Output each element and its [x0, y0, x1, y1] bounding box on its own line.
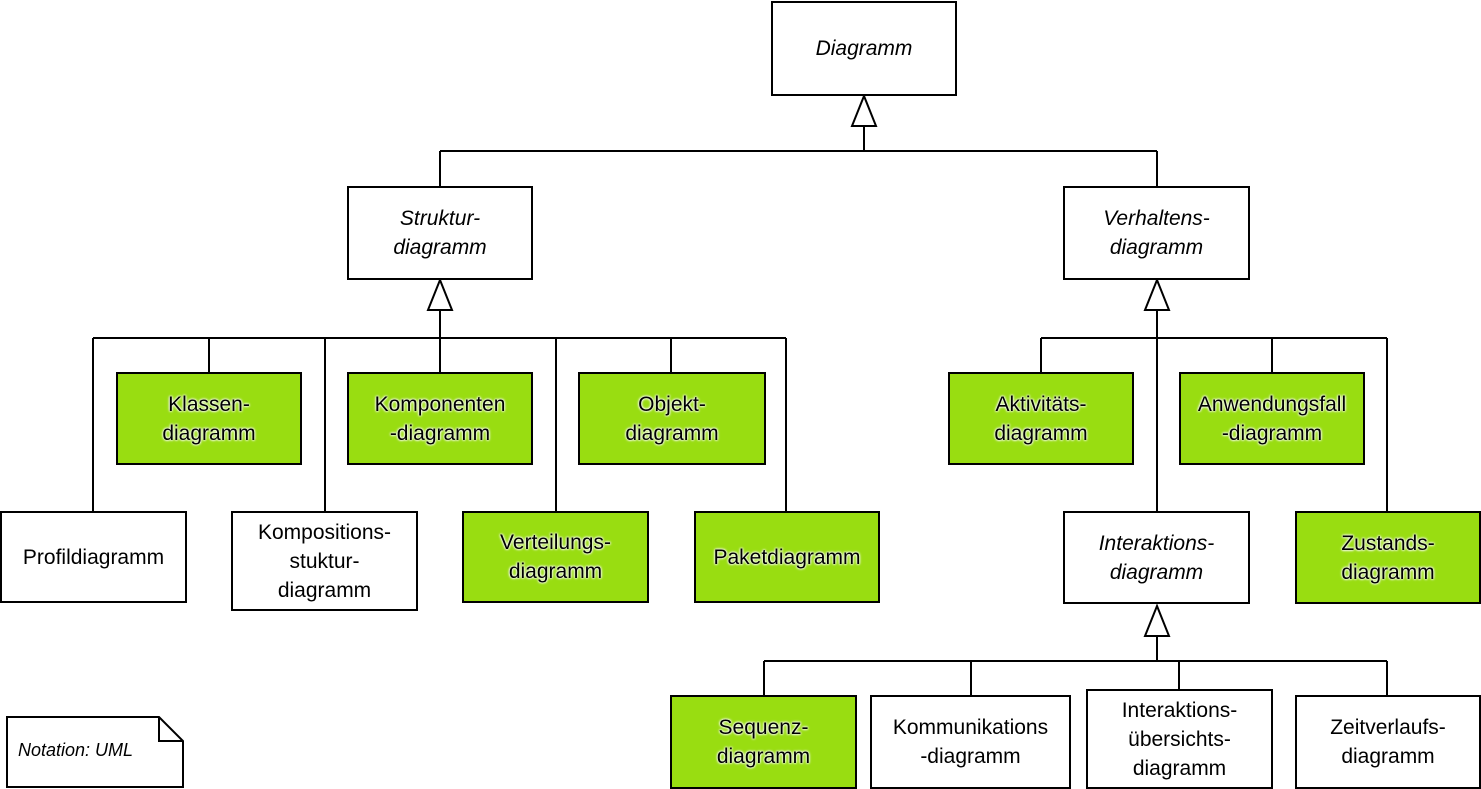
node-label-line: Verteilungs- — [500, 531, 611, 554]
node-verteilungsdiagramm: Verteilungs-diagramm — [462, 511, 649, 603]
node-label-line: Komponenten — [374, 392, 506, 416]
node-label-line: diagramm — [1341, 560, 1435, 584]
node-label-line: -diagramm — [1221, 421, 1323, 445]
node-label-line: Sequenz- — [718, 716, 809, 739]
generalization-arrow-verhaltens — [1143, 277, 1171, 311]
node-komponentendiagramm: Komponenten -diagramm — [347, 372, 533, 465]
node-kompositionsstrukturdiagramm: Kompositions-stuktur-diagramm — [231, 511, 418, 611]
connector-struktur-children — [92, 310, 787, 512]
notation-note: Notation: UML — [6, 716, 184, 788]
node-label-line: stuktur- — [289, 549, 360, 573]
node-label-line: diagramm — [277, 578, 372, 602]
node-label-line: Paketdiagramm — [713, 545, 861, 569]
node-label-line: übersichts- — [1128, 727, 1231, 751]
node-verhaltensdiagramm: Verhaltens-diagramm — [1063, 186, 1250, 280]
node-kommunikationsdiagramm: Kommunikations -diagramm — [870, 695, 1071, 789]
generalization-arrow-struktur — [426, 277, 454, 311]
node-profildiagramm: Profildiagramm — [0, 511, 187, 603]
generalization-arrow-diagramm — [850, 93, 878, 127]
node-label-line: diagramm — [716, 745, 811, 768]
node-anwendungsfalldiagramm: Anwendungsfall -diagramm — [1179, 372, 1365, 465]
node-label-line: Zeitverlaufs- — [1330, 716, 1446, 739]
node-label-line: diagramm — [1132, 756, 1227, 780]
node-interaktionsuebersichtsdiagramm: Interaktions-übersichts-diagramm — [1086, 689, 1273, 789]
node-label-line: Kommunikations — [892, 716, 1049, 739]
node-label-line: diagramm — [625, 421, 719, 445]
node-label-line: Verhaltens- — [1103, 207, 1210, 230]
node-label-line: diagramm — [1109, 560, 1204, 584]
node-label-line: diagramm — [162, 421, 256, 445]
node-paketdiagramm: Paketdiagramm — [694, 511, 880, 603]
node-label-line: diagramm — [994, 421, 1088, 445]
node-interaktionsdiagramm: Interaktions-diagramm — [1063, 511, 1250, 604]
node-diagramm: Diagramm — [771, 1, 957, 96]
connector-diagramm-children — [439, 126, 1158, 187]
connector-verhaltens-children — [1040, 310, 1388, 512]
node-label-line: Diagramm — [815, 37, 913, 60]
notation-note-text: Notation: UML — [18, 740, 134, 760]
node-label-line: Objekt- — [638, 392, 706, 416]
node-label-line: Aktivitäts- — [995, 392, 1087, 416]
connector-interaktions-children — [763, 636, 1388, 696]
node-label-line: Struktur- — [399, 207, 481, 230]
node-strukturdiagramm: Struktur-diagramm — [347, 186, 533, 280]
node-aktivitaetsdiagramm: Aktivitäts-diagramm — [948, 372, 1134, 465]
node-label-line: Anwendungsfall — [1197, 392, 1347, 416]
node-label-line: diagramm — [1109, 236, 1204, 259]
node-label-line: diagramm — [1341, 745, 1435, 768]
node-label-line: Profildiagramm — [22, 545, 165, 569]
node-objektdiagramm: Objekt-diagramm — [578, 372, 766, 465]
node-zustandsdiagramm: Zustands-diagramm — [1295, 511, 1481, 604]
node-label-line: Klassen- — [168, 392, 250, 416]
node-sequenzdiagramm: Sequenz-diagramm — [670, 695, 857, 789]
generalization-arrow-interaktions — [1143, 603, 1171, 637]
node-klassendiagramm: Klassen-diagramm — [116, 372, 302, 465]
node-label-line: diagramm — [393, 236, 487, 259]
node-label-line: -diagramm — [389, 421, 491, 445]
node-label-line: -diagramm — [920, 745, 1021, 768]
node-label-line: Zustands- — [1341, 531, 1435, 555]
node-label-line: Kompositions- — [257, 520, 392, 544]
node-label-line: diagramm — [508, 560, 603, 583]
node-zeitverlaufsdiagramm: Zeitverlaufs-diagramm — [1295, 695, 1481, 789]
note-shape — [6, 716, 184, 788]
node-label-line: Interaktions- — [1098, 531, 1215, 555]
node-label-line: Interaktions- — [1121, 698, 1238, 722]
